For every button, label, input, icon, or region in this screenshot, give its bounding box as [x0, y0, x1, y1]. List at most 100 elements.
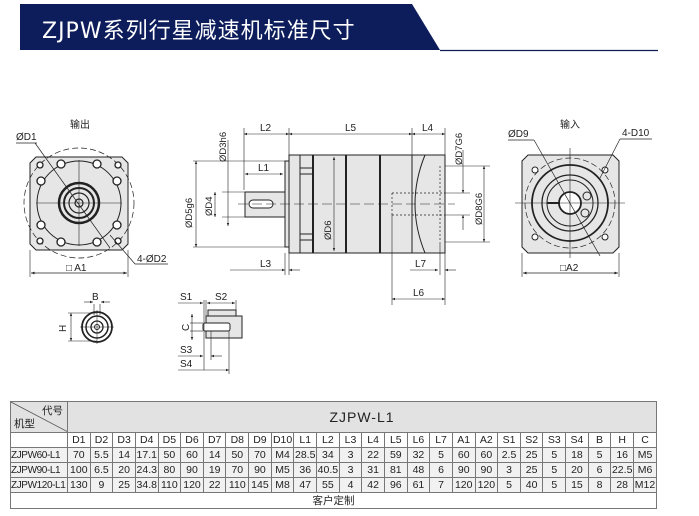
cell-d6: 120: [180, 477, 204, 493]
cell-c: M5: [633, 447, 657, 463]
cell-s4: 18: [565, 447, 589, 463]
label-a2: □A2: [560, 263, 579, 274]
page-title: ZJPW系列行星减速机标准尺寸: [42, 19, 356, 44]
column-header-s2: S2: [519, 432, 544, 448]
cell-l7: 7: [429, 477, 453, 493]
cell-d5: 50: [157, 447, 182, 463]
label-d8: ØD8G6: [474, 193, 485, 225]
column-header-l1: L1: [293, 432, 318, 448]
title-banner: [20, 4, 658, 52]
cell-d1: 70: [67, 447, 91, 463]
column-header-s4: S4: [565, 432, 589, 448]
column-header-a2: A2: [474, 432, 499, 448]
column-header-c: C: [633, 432, 657, 448]
cell-c: M6: [633, 462, 657, 478]
cell-l3: 3: [338, 447, 363, 463]
cell-l1: 47: [293, 477, 318, 493]
cell-d4: 24.3: [134, 462, 159, 478]
cell-d1: 100: [67, 462, 91, 478]
label-l6: L6: [413, 288, 425, 299]
cell-l2: 34: [316, 447, 340, 463]
cell-b: 8: [587, 477, 612, 493]
cell-b: 5: [587, 447, 612, 463]
label-d3: ØD3h6: [218, 132, 229, 162]
model-name: ZJPW60-L1: [10, 447, 68, 463]
column-header-d10: D10: [270, 432, 295, 448]
label-d10: 4-D10: [622, 128, 650, 139]
cell-l6: 61: [406, 477, 431, 493]
cell-l6: 32: [406, 447, 431, 463]
label-a1: □ A1: [66, 263, 87, 274]
label-d1: ØD1: [16, 132, 37, 143]
column-header-l4: L4: [361, 432, 385, 448]
cell-d8: 110: [225, 477, 250, 493]
cell-c: M12: [633, 477, 657, 493]
cell-s1: 5: [497, 477, 521, 493]
cell-d3: 20: [112, 462, 136, 478]
cell-d10: M8: [270, 477, 295, 493]
column-header-d9: D9: [248, 432, 272, 448]
cell-d6: 90: [180, 462, 204, 478]
cell-d4: 34.8: [134, 477, 159, 493]
cell-a1: 90: [451, 462, 476, 478]
column-header-l6: L6: [406, 432, 431, 448]
cell-h: 28: [610, 477, 635, 493]
cell-l1: 36: [293, 462, 318, 478]
column-header-h: H: [610, 432, 635, 448]
key-screw-view: [178, 300, 243, 374]
cell-l3: 3: [338, 462, 363, 478]
model-name: ZJPW120-L1: [10, 477, 68, 493]
cell-l5: 59: [383, 447, 408, 463]
cell-a1: 120: [451, 477, 476, 493]
label-d7: ØD7G6: [454, 133, 465, 165]
label-l4: L4: [422, 123, 434, 134]
cell-d2: 6.5: [89, 462, 114, 478]
cell-h: 16: [610, 447, 635, 463]
cell-d1: 130: [67, 477, 91, 493]
cell-l7: 5: [429, 447, 453, 463]
column-header-d3: D3: [112, 432, 136, 448]
cell-d3: 14: [112, 447, 136, 463]
gearbox-dimension-drawing: 输出 ØD1 4-ØD2 □ A1: [16, 118, 652, 374]
cell-d10: M5: [270, 462, 295, 478]
cell-s3: 5: [542, 447, 567, 463]
model-name: ZJPW90-L1: [10, 462, 68, 478]
cell-s1: 3: [497, 462, 521, 478]
cell-d7: 19: [202, 462, 227, 478]
cell-l2: 40.5: [316, 462, 340, 478]
cell-h: 22.5: [610, 462, 635, 478]
cell-l4: 31: [361, 462, 385, 478]
cell-s2: 40: [519, 477, 544, 493]
cell-d9: 70: [248, 447, 272, 463]
label-s3: S3: [180, 345, 193, 356]
cell-s3: 5: [542, 477, 567, 493]
cell-s2: 25: [519, 462, 544, 478]
column-header-s3: S3: [542, 432, 567, 448]
label-h: H: [58, 325, 69, 332]
label-d9: ØD9: [508, 129, 529, 140]
label-l5: L5: [345, 123, 357, 134]
column-header-b: B: [587, 432, 612, 448]
column-header-d4: D4: [134, 432, 159, 448]
cell-l6: 48: [406, 462, 431, 478]
label-d6: ØD6: [323, 220, 334, 240]
label-d5: ØD5g6: [184, 198, 195, 228]
cell-d8: 50: [225, 447, 250, 463]
cell-l1: 28.5: [293, 447, 318, 463]
label-s1: S1: [180, 292, 193, 303]
cell-a1: 60: [451, 447, 476, 463]
column-header-l7: L7: [429, 432, 453, 448]
label-s4: S4: [180, 359, 193, 370]
cell-d9: 145: [248, 477, 272, 493]
output-caption: 输出: [70, 118, 90, 131]
label-b: B: [92, 292, 99, 303]
corner-code-label: 代号: [42, 405, 63, 417]
label-d4: ØD4: [204, 196, 215, 216]
column-header-d7: D7: [202, 432, 227, 448]
cell-l7: 6: [429, 462, 453, 478]
cell-d2: 9: [89, 477, 114, 493]
